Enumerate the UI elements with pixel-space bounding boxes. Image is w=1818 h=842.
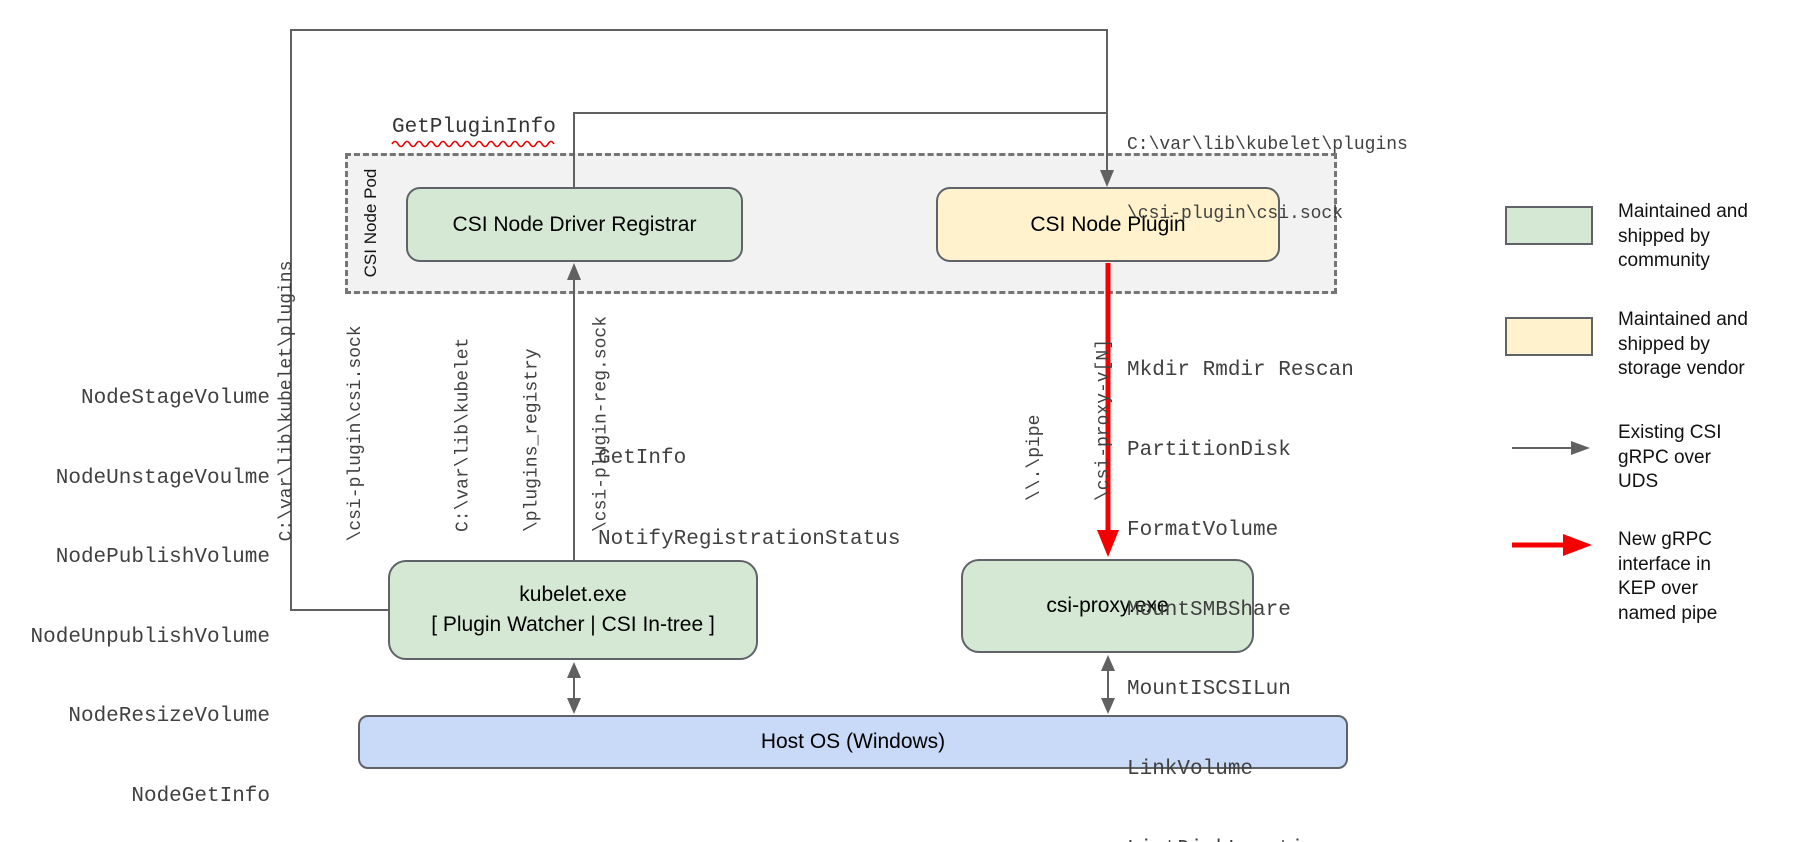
csi-proxy-label: csi-proxy.exe: [1046, 594, 1169, 617]
node-rpc-list: NodeStageVolume NodeUnstageVoulme NodePu…: [20, 333, 270, 842]
legend-text-line: storage vendor: [1618, 358, 1745, 379]
node-rpc-item: NodePublishVolume: [55, 546, 270, 569]
csi-sock-path-line: C:\var\lib\kubelet\plugins: [277, 260, 297, 542]
proxy-hostos-arrowhead-up: [1101, 655, 1115, 671]
named-pipe-path-line: \csi-proxy-v[N]: [1094, 338, 1114, 502]
legend-text-line: gRPC over: [1618, 446, 1711, 468]
node-plugin-label: CSI Node Plugin: [1030, 212, 1186, 236]
legend-text-line: community: [1618, 250, 1710, 271]
registration-rpc-item: GetInfo: [598, 447, 687, 470]
kubelet-label-line2: [ Plugin Watcher | CSI In-tree ]: [431, 613, 715, 636]
proxy-api-item: ListDiskLocations: [1127, 837, 1354, 842]
arrowhead-into-registrar: [567, 263, 581, 280]
kubelet-box: kubelet.exe [ Plugin Watcher | CSI In-tr…: [388, 560, 758, 660]
csi-sock-path-line: C:\var\lib\kubelet\plugins: [1127, 135, 1408, 155]
legend-text-line: UDS: [1618, 471, 1659, 492]
proxy-api-item: Mkdir Rmdir Rescan: [1127, 359, 1354, 383]
getplugininfo-label: GetPluginInfo: [392, 116, 556, 139]
host-os-box: Host OS (Windows): [358, 715, 1348, 769]
registration-rpc-item: NotifyRegistrationStatus: [598, 528, 901, 551]
node-rpc-item: NodeResizeVolume: [68, 705, 270, 728]
csi-proxy-box: csi-proxy.exe: [961, 559, 1254, 653]
kubelet-to-plugin-uds-line: [290, 29, 1108, 611]
csi-sock-path-label-top: C:\var\lib\kubelet\plugins \csi-plugin\c…: [1127, 88, 1408, 272]
registry-sock-path-line: C:\var\lib\kubelet: [453, 337, 474, 533]
legend-pipe-arrowhead: [1563, 534, 1592, 556]
kubelet-hostos-arrowhead-up: [567, 662, 581, 678]
csi-sock-path-line: \csi-plugin\csi.sock: [1127, 204, 1344, 224]
proxy-api-item: MountISCSILun: [1127, 678, 1291, 702]
registrar-getplugininfo-line: [573, 112, 1107, 190]
legend-uds-arrowhead: [1571, 441, 1590, 455]
legend-vendor-swatch: [1505, 317, 1593, 356]
legend-community-text: Maintained and shipped by community: [1618, 200, 1748, 274]
legend-community-swatch: [1505, 206, 1593, 245]
legend-text-line: Existing CSI: [1618, 422, 1722, 443]
host-os-label: Host OS (Windows): [760, 730, 946, 753]
arrowhead-into-plugin: [1100, 170, 1114, 187]
csi-sock-path-line: \csi-plugin\csi.sock: [346, 325, 366, 542]
proxy-api-list: Mkdir Rmdir Rescan PartitionDisk FormatV…: [1127, 305, 1354, 842]
plugin-to-proxy-arrowhead: [1097, 530, 1119, 557]
proxy-api-item: PartitionDisk: [1127, 438, 1291, 462]
getplugininfo-squiggle-underline: [391, 140, 555, 148]
proxy-hostos-arrowhead-down: [1101, 698, 1115, 714]
proxy-api-item: MountSMBShare: [1127, 598, 1291, 622]
proxy-api-item: FormatVolume: [1127, 518, 1279, 542]
kubelet-label-line1: kubelet.exe: [519, 583, 627, 606]
legend-text-line: interface in: [1618, 553, 1711, 575]
registration-rpc-list: GetInfo NotifyRegistrationStatus: [598, 391, 900, 607]
registrar-label: CSI Node Driver Registrar: [452, 212, 697, 236]
legend-vendor-text: Maintained and shipped by storage vendor: [1618, 308, 1748, 382]
proxy-api-item: LinkVolume: [1127, 758, 1254, 782]
legend-pipe-text: New gRPC interface in KEP over named pip…: [1618, 528, 1717, 626]
legend-text-line: shipped by: [1618, 333, 1710, 355]
legend-text-line: named pipe: [1618, 602, 1718, 624]
node-rpc-item: NodeUnpublishVolume: [30, 625, 270, 649]
legend-text-line: Maintained and: [1618, 201, 1748, 222]
node-rpc-item: NodeStageVolume: [80, 387, 270, 410]
csi-node-driver-registrar-box: CSI Node Driver Registrar: [406, 187, 743, 262]
named-pipe-path-line: \\.\pipe: [1025, 414, 1045, 502]
kubelet-hostos-arrowhead-down: [567, 698, 581, 714]
node-rpc-item: NodeGetInfo: [131, 784, 270, 808]
node-rpc-item: NodeUnstageVoulme: [55, 466, 270, 490]
legend-text-line: KEP over: [1618, 578, 1698, 599]
registry-sock-path-line: \plugins_registry: [522, 348, 543, 533]
legend-text-line: shipped by: [1618, 225, 1710, 247]
csi-node-plugin-box: CSI Node Plugin: [936, 187, 1280, 262]
legend-text-line: Maintained and: [1618, 309, 1748, 330]
legend-text-line: New gRPC: [1618, 529, 1712, 550]
legend-uds-text: Existing CSI gRPC over UDS: [1618, 421, 1721, 495]
